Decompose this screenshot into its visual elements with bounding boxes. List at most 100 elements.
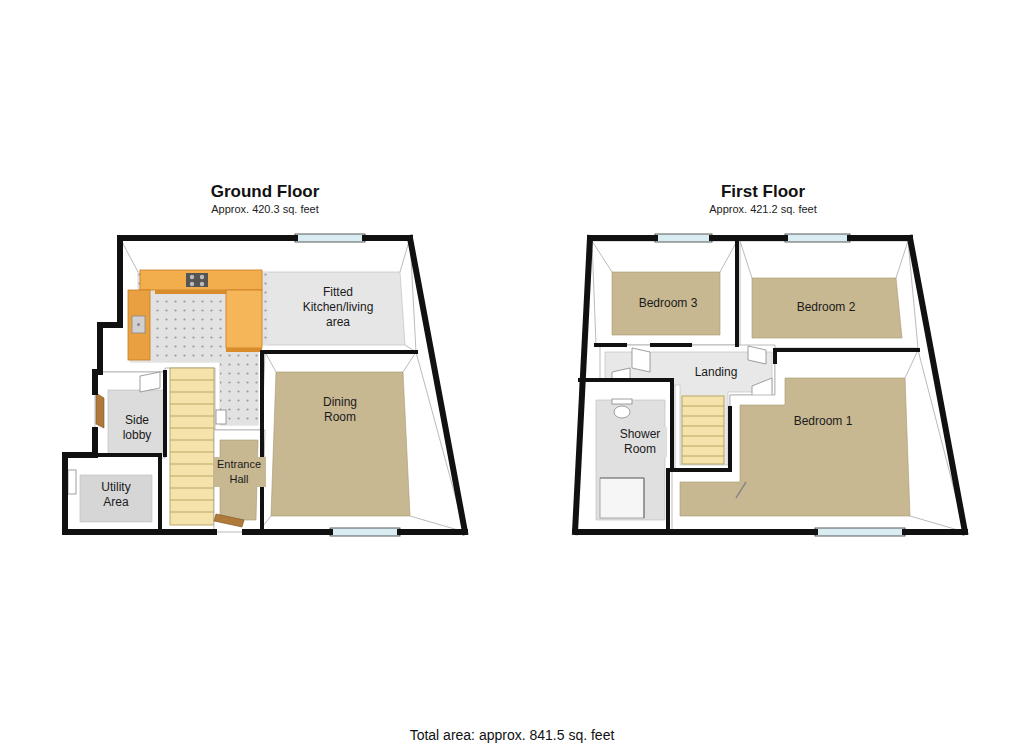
toilet bbox=[614, 406, 630, 418]
stair-treads bbox=[170, 380, 214, 381]
room-label-box: Landing bbox=[681, 362, 751, 380]
hob-ring bbox=[200, 275, 204, 279]
stair-treads bbox=[170, 404, 214, 405]
stair-treads bbox=[682, 446, 724, 447]
perspective-line bbox=[592, 241, 612, 272]
room-name: Side lobby bbox=[115, 413, 159, 443]
ground-floor-drawing bbox=[65, 234, 465, 536]
lobby-floor bbox=[108, 390, 165, 455]
front-door bbox=[214, 514, 244, 527]
room-label-box: Shower Room bbox=[613, 427, 667, 457]
peninsula-front bbox=[226, 348, 262, 352]
perspective-line bbox=[905, 350, 918, 378]
stair-treads bbox=[170, 380, 214, 512]
door bbox=[632, 348, 650, 372]
side-worktop bbox=[128, 290, 150, 360]
wall-face bbox=[95, 372, 165, 458]
room-label-box: Fitted Kitchen/living area bbox=[294, 285, 382, 330]
room-label-box: Bedroom 1 bbox=[778, 411, 868, 429]
shower-screen bbox=[600, 477, 644, 478]
stair-treads bbox=[682, 426, 724, 427]
stair-treads bbox=[682, 406, 724, 407]
perspective-line bbox=[740, 241, 752, 278]
door bbox=[748, 346, 766, 364]
inner-wall bbox=[65, 352, 416, 532]
wall-face bbox=[592, 241, 737, 345]
room-label-box: Bedroom 3 bbox=[623, 293, 713, 311]
stair-treads bbox=[170, 452, 214, 453]
sink-drain bbox=[137, 323, 140, 326]
stairs bbox=[682, 396, 724, 464]
perspective-line bbox=[265, 352, 276, 372]
wall-face bbox=[65, 455, 160, 532]
carpet-floor bbox=[680, 378, 910, 516]
room-name: Utility Area bbox=[91, 480, 141, 510]
window bbox=[815, 528, 905, 536]
stair-treads bbox=[170, 512, 214, 513]
room-name: Landing bbox=[693, 365, 740, 380]
perspective-line bbox=[720, 241, 737, 272]
floor-plan: Ground FloorApprox. 420.3 sq. feetFitted… bbox=[55, 182, 475, 538]
wall-face bbox=[668, 350, 965, 532]
room-name: Entrance Hall bbox=[213, 457, 266, 487]
outer-wall bbox=[65, 238, 465, 532]
room-name: Bedroom 1 bbox=[792, 414, 855, 429]
stair-treads bbox=[682, 406, 724, 456]
room-label-box: Bedroom 2 bbox=[781, 297, 871, 315]
shower-screen bbox=[643, 478, 644, 518]
stair-treads bbox=[170, 392, 214, 393]
inner-wall bbox=[580, 238, 918, 532]
stair-treads bbox=[170, 428, 214, 429]
room-name: Bedroom 2 bbox=[795, 300, 858, 315]
shower-floor bbox=[596, 400, 665, 520]
carpet-floor bbox=[752, 278, 902, 338]
room-label-box: Dining Room bbox=[310, 395, 370, 425]
worktop bbox=[140, 270, 262, 290]
stair-treads bbox=[170, 500, 214, 501]
stair-treads bbox=[170, 476, 214, 477]
wall-face bbox=[740, 241, 918, 348]
window bbox=[295, 234, 365, 242]
window bbox=[330, 528, 400, 536]
room-label-box: Entrance Hall bbox=[213, 457, 266, 487]
floor-area: Approx. 420.3 sq. feet bbox=[55, 202, 475, 216]
stair-treads bbox=[170, 488, 214, 489]
stair-treads bbox=[170, 416, 214, 417]
floor-plan: First FloorApprox. 421.2 sq. feetBedroom… bbox=[555, 182, 971, 538]
room-name: Shower Room bbox=[613, 427, 667, 457]
side-door bbox=[96, 393, 104, 428]
room-name: Dining Room bbox=[310, 395, 370, 425]
room-name: Bedroom 3 bbox=[637, 296, 700, 311]
window bbox=[655, 234, 712, 242]
total-area-caption: Total area: approx. 841.5 sq. feet bbox=[410, 727, 615, 744]
wall-window bbox=[68, 470, 76, 494]
peninsula bbox=[226, 290, 262, 348]
wall-face bbox=[577, 380, 672, 530]
caption-row: Total area: approx. 841.5 sq. feet bbox=[0, 726, 1024, 744]
window bbox=[785, 234, 850, 242]
perspective-line bbox=[403, 352, 416, 372]
stair-treads bbox=[682, 416, 724, 417]
hob-ring bbox=[190, 275, 194, 279]
stair-treads bbox=[682, 456, 724, 457]
carpet-floor bbox=[271, 372, 410, 516]
stairs bbox=[170, 368, 214, 525]
sink bbox=[132, 316, 145, 333]
internal-door bbox=[140, 372, 160, 392]
door-line bbox=[736, 482, 746, 498]
first-floor-drawing bbox=[575, 234, 965, 536]
floor-title: Ground Floor bbox=[55, 182, 475, 202]
hob bbox=[186, 273, 208, 287]
hob-ring bbox=[190, 282, 194, 286]
stair-treads bbox=[682, 436, 724, 437]
room-label-box: Side lobby bbox=[115, 413, 159, 443]
stair-treads bbox=[170, 464, 214, 465]
carpet-floor bbox=[612, 272, 720, 335]
worktop-front bbox=[155, 290, 226, 294]
hob-ring bbox=[200, 282, 204, 286]
utility-floor bbox=[80, 475, 152, 522]
room-name: Fitted Kitchen/living area bbox=[294, 285, 382, 330]
room-label-box: Utility Area bbox=[91, 480, 141, 510]
outer-wall bbox=[575, 238, 965, 532]
